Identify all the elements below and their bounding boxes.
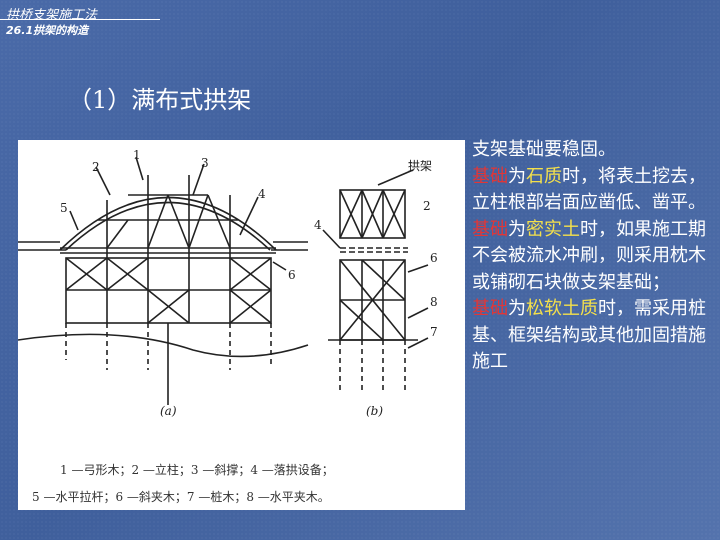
figure-caption-line-1: 1 —弓形木；2 —立柱；3 —斜撑；4 —落拱设备； xyxy=(60,463,334,477)
label-b-8: 8 xyxy=(430,295,438,309)
label-a-2: 2 xyxy=(92,160,100,174)
text-wei-3: 为 xyxy=(508,298,526,319)
label-a-1: 1 xyxy=(133,148,141,162)
arch-frame-figure: 2 1 3 4 5 6 (a) 拱架 2 4 6 8 7 (b) xyxy=(18,140,465,510)
slide-title: （1）满布式拱架 xyxy=(68,86,252,114)
keyword-dense-soil: 密实土 xyxy=(526,218,580,240)
keyword-rock: 石质 xyxy=(526,165,562,187)
paragraph-1: 支架基础要稳固。 xyxy=(472,139,616,160)
label-b-7: 7 xyxy=(430,325,438,339)
text-wei-2: 为 xyxy=(508,218,526,240)
label-a-3: 3 xyxy=(201,156,209,170)
figure-caption-line-2: 5 —水平拉杆；6 —斜夹木；7 —桩木；8 —水平夹木。 xyxy=(32,490,330,504)
keyword-soft-soil: 松软土质 xyxy=(526,298,598,319)
header-divider xyxy=(0,19,160,20)
arch-frame-drawing: 2 1 3 4 5 6 (a) 拱架 2 4 6 8 7 (b) xyxy=(18,148,438,418)
paragraph-4-rest: 时，需采用桩基、框架结构或其他加固措施施工 xyxy=(472,298,706,372)
label-b-4: 4 xyxy=(314,218,322,232)
label-a-4: 4 xyxy=(258,187,266,201)
paragraph-3-rest: 时，如果施工期不会被流水冲刷，则采用枕木或铺砌石块做支架基础； xyxy=(472,218,706,293)
label-b-2: 2 xyxy=(423,199,431,213)
label-b-arch: 拱架 xyxy=(408,159,432,173)
keyword-foundation-3: 基础 xyxy=(472,298,508,319)
header-section-title: 26.1拱架的构造 xyxy=(6,24,89,37)
label-a-6: 6 xyxy=(288,268,296,282)
paragraph-2-rest: 时，将表土挖去，立柱根部岩面应凿低、凿平。 xyxy=(472,165,706,214)
keyword-foundation-2: 基础 xyxy=(472,218,508,240)
label-a-caption: (a) xyxy=(160,404,177,418)
label-b-caption: (b) xyxy=(366,404,383,418)
header-course-title: 拱桥支架施工法 xyxy=(6,8,98,23)
body-text: 支架基础要稳固。 基础为石质时，将表土挖去，立柱根部岩面应凿低、凿平。 基础为密… xyxy=(472,137,712,376)
text-wei-1: 为 xyxy=(508,165,526,187)
label-b-6: 6 xyxy=(430,251,438,265)
label-a-5: 5 xyxy=(60,201,68,215)
keyword-foundation-1: 基础 xyxy=(472,165,508,187)
